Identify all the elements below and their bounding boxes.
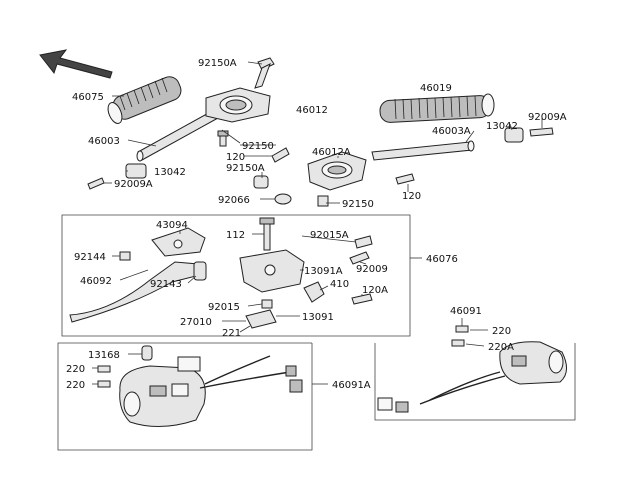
label-92009: 92009 xyxy=(356,264,388,275)
bolt-92150A-top xyxy=(254,57,275,89)
label-220A: 220A xyxy=(488,342,514,353)
label-92009A-right: 92009A xyxy=(528,112,567,123)
group-box-right-switch xyxy=(374,343,576,421)
label-410: 410 xyxy=(330,279,349,290)
label-13042-left: 13042 xyxy=(154,167,186,178)
screw-92015 xyxy=(261,299,273,309)
label-92150A-mid: 92150A xyxy=(226,163,265,174)
label-221: 221 xyxy=(222,328,241,339)
left-handlebar xyxy=(136,109,219,162)
group-box-lever xyxy=(61,214,411,337)
label-13091: 13091 xyxy=(302,312,334,323)
spring-92144 xyxy=(119,251,131,261)
label-43094: 43094 xyxy=(156,220,188,231)
label-92150: 92150 xyxy=(242,141,274,152)
label-120-top: 120 xyxy=(226,152,245,163)
left-cap xyxy=(125,163,147,179)
label-46003A: 46003A xyxy=(432,126,471,137)
label-46003: 46003 xyxy=(88,136,120,147)
left-switch-housing xyxy=(119,365,206,428)
part-13168 xyxy=(141,345,153,361)
clutch-lever xyxy=(69,261,199,323)
label-13168: 13168 xyxy=(88,350,120,361)
label-27010: 27010 xyxy=(180,317,212,328)
bolt-92150-mid xyxy=(317,195,329,207)
screw-92009A-right xyxy=(529,127,554,137)
label-46075: 46075 xyxy=(72,92,104,103)
screw-92009A-left xyxy=(87,177,105,190)
label-92150-mid: 92150 xyxy=(342,199,374,210)
screw-92009 xyxy=(349,251,370,265)
label-46091A: 46091A xyxy=(332,380,371,391)
right-holder xyxy=(307,151,367,191)
label-46076: 46076 xyxy=(426,254,458,265)
label-220-left1: 220 xyxy=(66,364,85,375)
switch-bracket xyxy=(239,249,305,293)
bolt-120-mid xyxy=(395,173,415,185)
label-220-left2: 220 xyxy=(66,380,85,391)
screw-220A-right xyxy=(451,339,465,347)
screw-92015A xyxy=(354,235,373,249)
label-120A: 120A xyxy=(362,285,388,296)
group-box-left-switch xyxy=(57,342,313,451)
right-switch-housing xyxy=(499,341,567,385)
label-92143: 92143 xyxy=(150,279,182,290)
right-switch-wires xyxy=(377,371,506,413)
bolt-120-top xyxy=(271,147,290,163)
right-cap xyxy=(504,127,524,143)
screw-220-right xyxy=(455,325,469,333)
left-holder xyxy=(205,87,271,123)
label-46092: 46092 xyxy=(80,276,112,287)
label-46091: 46091 xyxy=(450,306,482,317)
label-220-right: 220 xyxy=(492,326,511,337)
label-92144: 92144 xyxy=(74,252,106,263)
label-46012A: 46012A xyxy=(312,147,351,158)
label-13042-right: 13042 xyxy=(486,121,518,132)
right-handlebar xyxy=(371,140,475,161)
label-46019: 46019 xyxy=(420,83,452,94)
left-switch-wires xyxy=(177,355,303,393)
right-grip xyxy=(379,93,495,123)
front-direction-arrow-icon xyxy=(39,49,113,79)
label-92015: 92015 xyxy=(208,302,240,313)
part-labels: 92150A 46075 46012 46003 92150 120 13042… xyxy=(66,58,567,391)
screw-220-left1 xyxy=(97,365,111,373)
screw-120A xyxy=(351,293,373,305)
leader-lines xyxy=(92,61,543,385)
label-92066: 92066 xyxy=(218,195,250,206)
label-46012: 46012 xyxy=(296,105,328,116)
label-120-mid: 120 xyxy=(402,191,421,202)
label-13091A: 13091A xyxy=(304,266,343,277)
switch-410 xyxy=(303,281,325,303)
collar-92143 xyxy=(193,261,207,281)
switch-27010 xyxy=(245,309,277,329)
label-92009A-left: 92009A xyxy=(114,179,153,190)
lever-holder-43094 xyxy=(151,227,206,257)
screw-220-left2 xyxy=(97,380,111,388)
label-92150A: 92150A xyxy=(198,58,237,69)
bolt-92150A-mid xyxy=(253,175,269,189)
left-grip xyxy=(107,76,182,124)
label-112: 112 xyxy=(226,230,245,241)
bolt-112 xyxy=(259,217,275,251)
label-92015A: 92015A xyxy=(310,230,349,241)
cap-92066 xyxy=(274,193,292,205)
